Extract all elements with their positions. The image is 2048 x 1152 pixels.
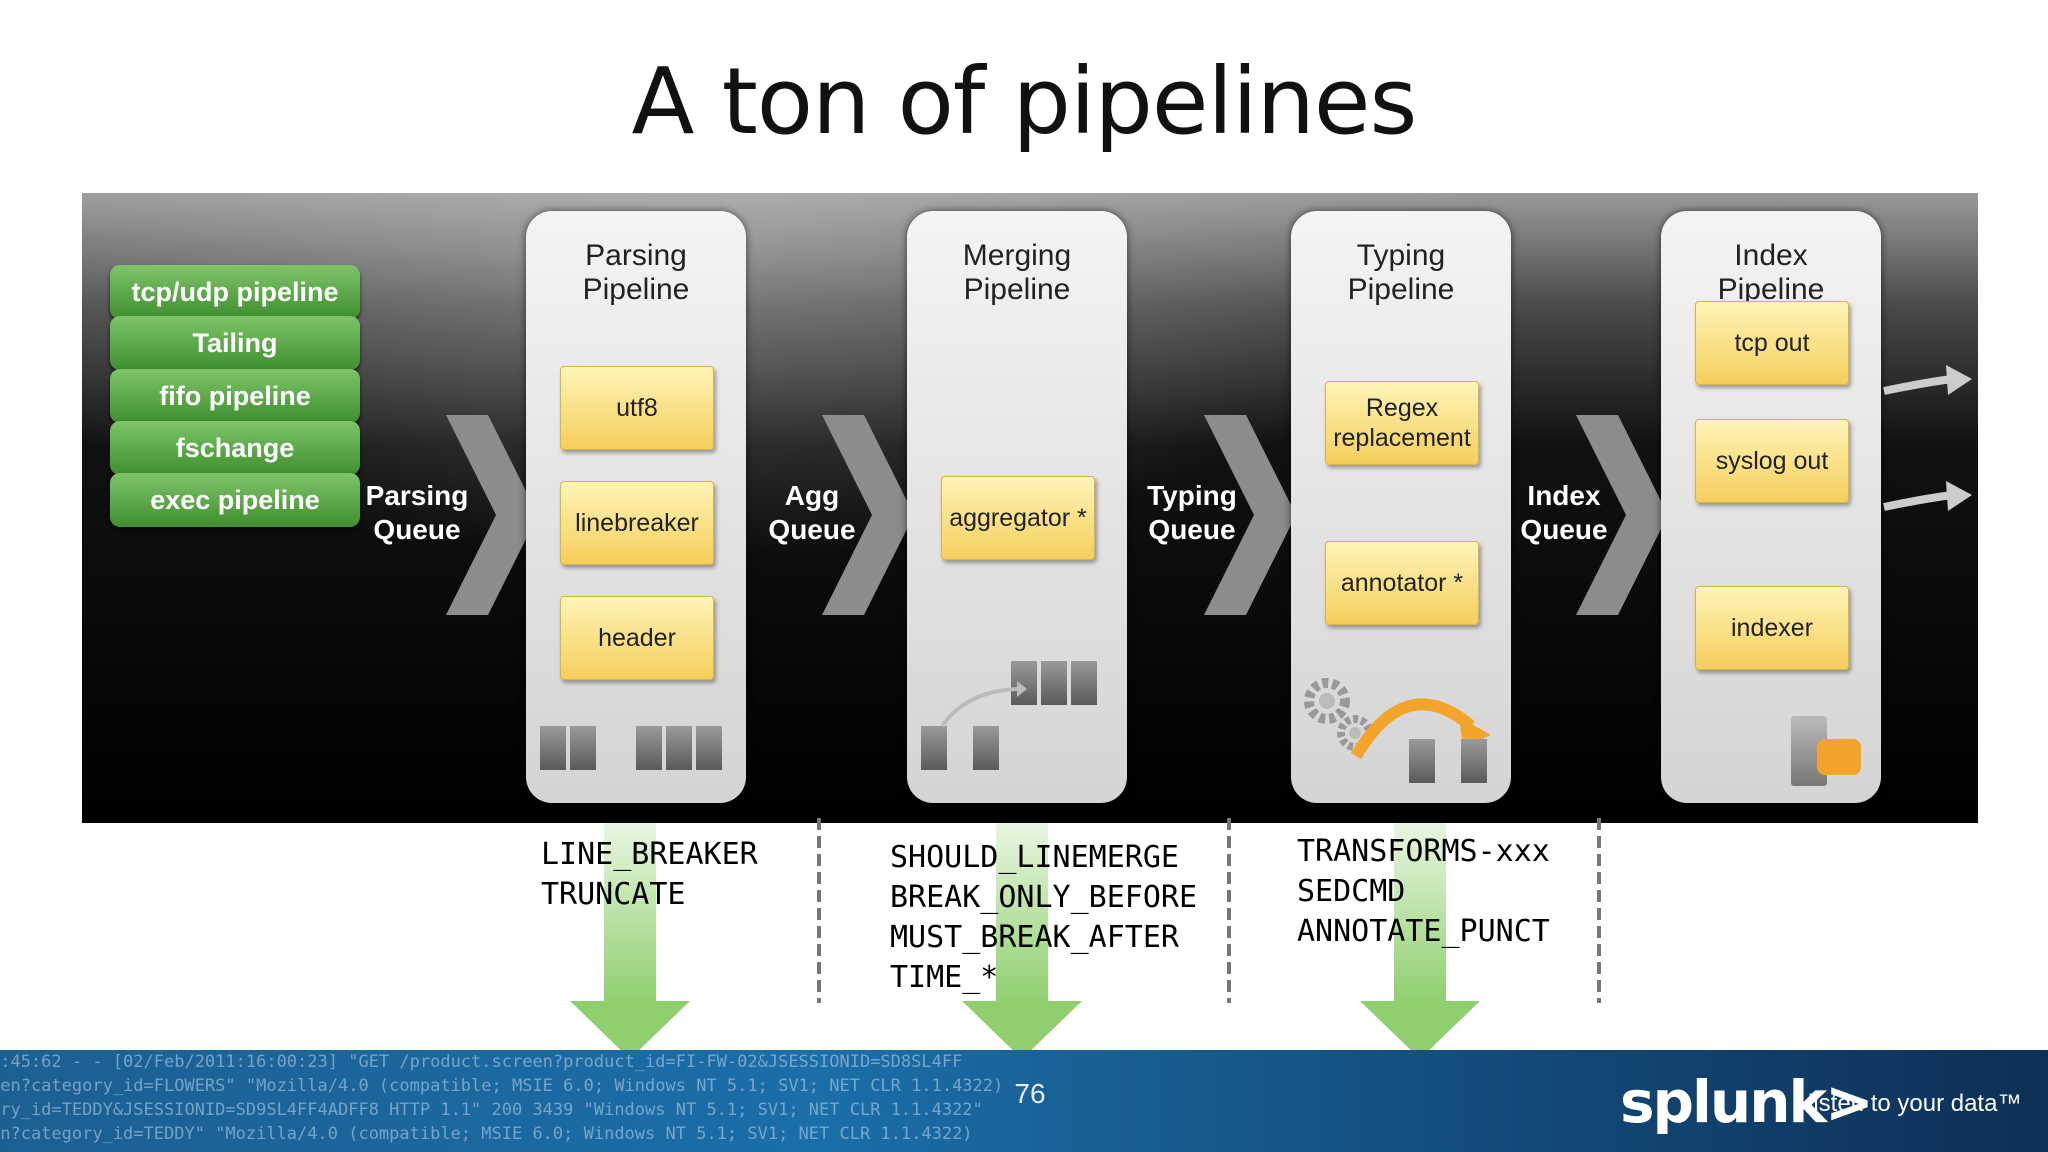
- splunk-tagline: listen to your data™: [1808, 1090, 2022, 1117]
- typing-config-list: TRANSFORMS-xxx SEDCMD ANNOTATE_PUNCT: [1297, 832, 1550, 952]
- parsing-queue-line-2: Queue: [373, 514, 461, 545]
- source-fschange: fschange: [110, 421, 360, 475]
- typing-pipeline-stage: Typing Pipeline Regex replacement annota…: [1291, 211, 1511, 803]
- merging-pipeline-title: Merging Pipeline: [907, 239, 1127, 307]
- processor-header: header: [560, 596, 714, 680]
- typing-pipeline-title-line-1: Typing: [1356, 239, 1446, 272]
- config-item: MUST_BREAK_AFTER: [890, 920, 1179, 955]
- merging-flow-down-arrow-icon: [962, 823, 1082, 1059]
- pipeline-diagram: tcp/udp pipeline Tailing fifo pipeline f…: [82, 193, 1978, 823]
- agg-queue-line-1: Agg: [784, 480, 840, 511]
- processor-aggregator: aggregator *: [941, 476, 1095, 560]
- slide-footer: 1:45:62 - - [02/Feb/2011:16:00:23] "GET …: [0, 1050, 2048, 1152]
- agg-queue-chevron-icon: [822, 415, 914, 615]
- processor-syslog-out: syslog out: [1695, 419, 1849, 503]
- typing-queue-chevron-icon: [1204, 415, 1296, 615]
- config-item: TIME_*: [890, 960, 999, 995]
- page-number: 76: [1014, 1078, 1046, 1109]
- config-item: BREAK_ONLY_BEFORE: [890, 880, 1198, 915]
- config-item: SHOULD_LINEMERGE: [890, 840, 1179, 875]
- typing-pipeline-title-line-2: Pipeline: [1347, 273, 1455, 306]
- processor-indexer: indexer: [1695, 586, 1849, 670]
- source-tcp-udp-pipeline: tcp/udp pipeline: [110, 265, 360, 319]
- index-queue-line-1: Index: [1527, 480, 1601, 511]
- processor-tcp-out: tcp out: [1695, 301, 1849, 385]
- divider: [1597, 818, 1601, 1003]
- log-background-line: 1:45:62 - - [02/Feb/2011:16:00:23] "GET …: [0, 1052, 963, 1072]
- splunk-logo: splunk>: [1620, 1068, 1874, 1136]
- typing-pipeline-title: Typing Pipeline: [1291, 239, 1511, 307]
- config-item: LINE_BREAKER: [541, 837, 758, 872]
- config-item: TRUNCATE: [541, 877, 686, 912]
- parsing-pipeline-stage: Parsing Pipeline utf8 linebreaker header: [526, 211, 746, 803]
- config-item: SEDCMD: [1297, 874, 1406, 909]
- typing-queue-label: Typing Queue: [1137, 479, 1247, 547]
- processor-linebreaker: linebreaker: [560, 481, 714, 565]
- parsing-queue-line-1: Parsing: [365, 480, 469, 511]
- syslog-out-arrow-icon: [1883, 481, 1972, 511]
- index-pipeline-title-line-2: Pipeline: [1717, 273, 1825, 306]
- processor-regex-replacement: Regex replacement: [1325, 381, 1479, 465]
- index-pipeline-title: Index Pipeline: [1661, 239, 1881, 307]
- index-queue-label: Index Queue: [1509, 479, 1619, 547]
- merging-pipeline-stage: Merging Pipeline aggregator *: [907, 211, 1127, 803]
- divider: [817, 818, 821, 1003]
- log-background-line: ory_id=TEDDY&JSESSIONID=SD9SL4FF4ADFF8 H…: [0, 1100, 983, 1120]
- index-queue-chevron-icon: [1576, 415, 1668, 615]
- index-queue-line-2: Queue: [1520, 514, 1608, 545]
- parsing-pipeline-title-line-2: Pipeline: [582, 273, 690, 306]
- typing-flow-down-arrow-icon: [1360, 823, 1480, 1059]
- merging-pipeline-title-line-1: Merging: [962, 239, 1072, 272]
- index-pipeline-stage: Index Pipeline tcp out syslog out indexe…: [1661, 211, 1881, 803]
- parsing-pipeline-title-line-1: Parsing: [585, 239, 687, 272]
- log-background-line: en?category_id=TEDDY" "Mozilla/4.0 (comp…: [0, 1124, 973, 1144]
- config-item: ANNOTATE_PUNCT: [1297, 914, 1550, 949]
- tcp-out-arrow-icon: [1883, 365, 1972, 395]
- index-pipeline-title-line-1: Index: [1734, 239, 1808, 272]
- typing-queue-line-2: Queue: [1148, 514, 1236, 545]
- processor-utf8: utf8: [560, 366, 714, 450]
- parsing-queue-chevron-icon: [446, 415, 538, 615]
- divider: [1227, 818, 1231, 1003]
- source-exec-pipeline: exec pipeline: [110, 473, 360, 527]
- parsing-pipeline-title: Parsing Pipeline: [526, 239, 746, 307]
- merging-pipeline-title-line-2: Pipeline: [963, 273, 1071, 306]
- source-fifo-pipeline: fifo pipeline: [110, 369, 360, 423]
- merging-config-list: SHOULD_LINEMERGE BREAK_ONLY_BEFORE MUST_…: [890, 838, 1197, 998]
- source-tailing: Tailing: [110, 316, 360, 370]
- processor-annotator: annotator *: [1325, 541, 1479, 625]
- typing-queue-line-1: Typing: [1147, 480, 1237, 511]
- agg-queue-label: Agg Queue: [757, 479, 867, 547]
- parsing-flow-down-arrow-icon: [570, 823, 690, 1059]
- slide-title: A ton of pipelines: [631, 48, 1418, 155]
- config-item: TRANSFORMS-xxx: [1297, 834, 1550, 869]
- parsing-queue-label: Parsing Queue: [362, 479, 472, 547]
- parsing-config-list: LINE_BREAKER TRUNCATE: [541, 835, 758, 915]
- agg-queue-line-2: Queue: [768, 514, 856, 545]
- log-background-line: een?category_id=FLOWERS" "Mozilla/4.0 (c…: [0, 1076, 1004, 1096]
